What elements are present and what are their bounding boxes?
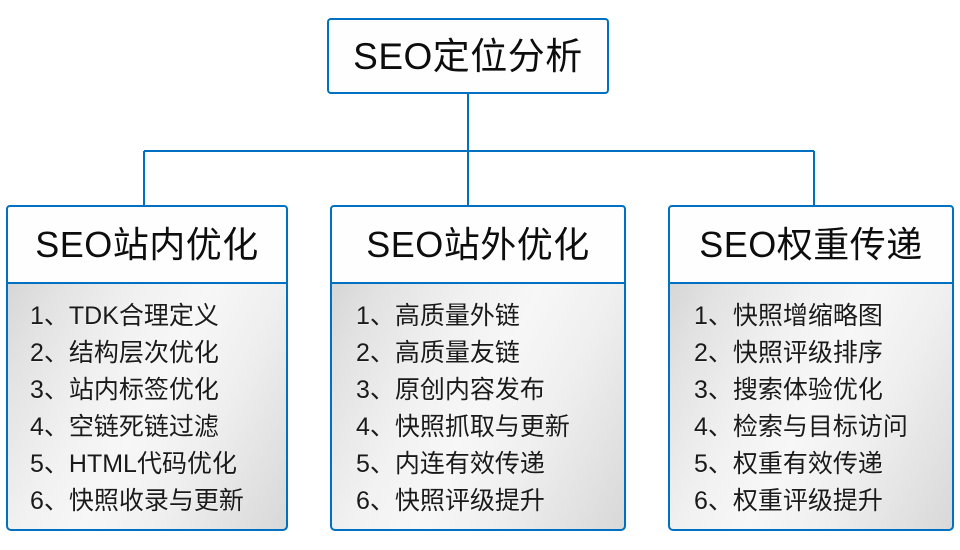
list-item: 4、快照抓取与更新 [356, 413, 570, 441]
branch-1-title: SEO站内优化 [35, 223, 259, 265]
list-item: 2、高质量友链 [356, 339, 520, 367]
branch-3-header: SEO权重传递 [668, 205, 954, 283]
list-item: 3、搜索体验优化 [694, 376, 883, 404]
list-item: 1、快照增缩略图 [694, 302, 883, 330]
list-item: 1、TDK合理定义 [30, 302, 219, 330]
list-item: 1、高质量外链 [356, 302, 520, 330]
branch-3-item-list: 1、快照增缩略图 2、快照评级排序 3、搜索体验优化 4、检索与目标访问 5、权… [670, 298, 952, 520]
list-item: 6、权重评级提升 [694, 487, 883, 515]
branch-1-body: 1、TDK合理定义 2、结构层次优化 3、站内标签优化 4、空链死链过滤 5、H… [6, 283, 288, 531]
root-node-label: SEO定位分析 [353, 35, 583, 77]
branch-1-item-list: 1、TDK合理定义 2、结构层次优化 3、站内标签优化 4、空链死链过滤 5、H… [8, 298, 286, 520]
branch-2-body: 1、高质量外链 2、高质量友链 3、原创内容发布 4、快照抓取与更新 5、内连有… [330, 283, 626, 531]
list-item: 2、快照评级排序 [694, 339, 883, 367]
branch-2-title: SEO站外优化 [366, 223, 590, 265]
list-item: 5、内连有效传递 [356, 450, 545, 478]
branch-3-title: SEO权重传递 [699, 223, 923, 265]
list-item: 3、站内标签优化 [30, 376, 219, 404]
branch-1-header: SEO站内优化 [6, 205, 288, 283]
branch-column-1: SEO站内优化 1、TDK合理定义 2、结构层次优化 3、站内标签优化 4、空链… [6, 205, 288, 531]
branch-2-item-list: 1、高质量外链 2、高质量友链 3、原创内容发布 4、快照抓取与更新 5、内连有… [332, 298, 624, 520]
branch-column-2: SEO站外优化 1、高质量外链 2、高质量友链 3、原创内容发布 4、快照抓取与… [330, 205, 626, 531]
list-item: 4、检索与目标访问 [694, 413, 908, 441]
branch-3-body: 1、快照增缩略图 2、快照评级排序 3、搜索体验优化 4、检索与目标访问 5、权… [668, 283, 954, 531]
list-item: 5、权重有效传递 [694, 450, 883, 478]
list-item: 6、快照收录与更新 [30, 487, 244, 515]
branch-column-3: SEO权重传递 1、快照增缩略图 2、快照评级排序 3、搜索体验优化 4、检索与… [668, 205, 954, 531]
root-node: SEO定位分析 [327, 18, 609, 94]
list-item: 2、结构层次优化 [30, 339, 219, 367]
list-item: 3、原创内容发布 [356, 376, 545, 404]
list-item: 5、HTML代码优化 [30, 450, 237, 478]
list-item: 4、空链死链过滤 [30, 413, 219, 441]
branch-2-header: SEO站外优化 [330, 205, 626, 283]
list-item: 6、快照评级提升 [356, 487, 545, 515]
